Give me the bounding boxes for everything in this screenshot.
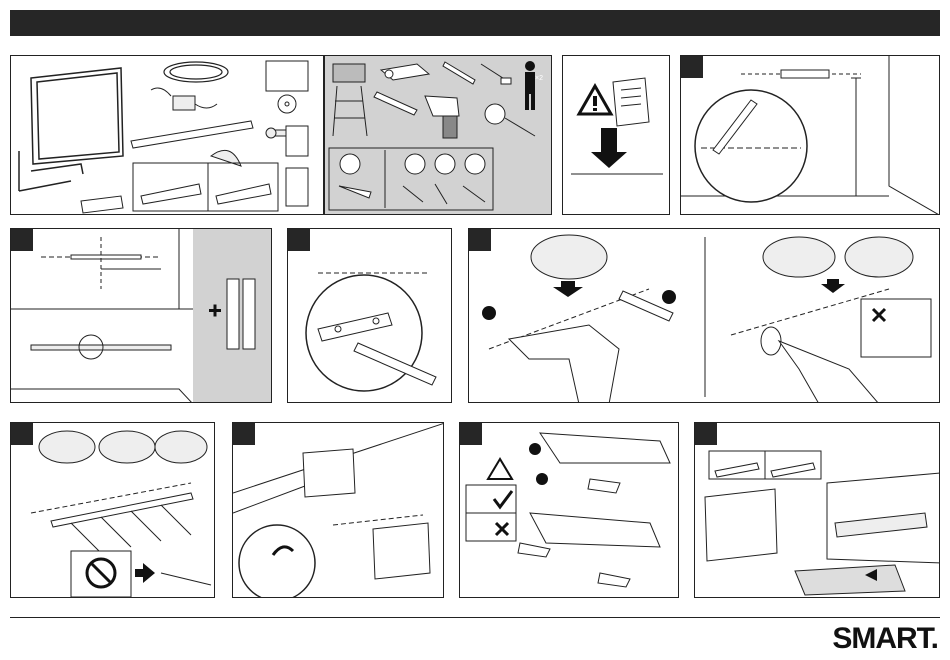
attach-tray-illustration <box>695 423 940 598</box>
wall-type-icons <box>39 431 207 463</box>
pen-tray-clip-icon <box>141 184 271 204</box>
level-icon <box>781 70 829 78</box>
panel-step-4-drilling <box>468 228 940 403</box>
panel-step-3-pencil-mark <box>287 228 452 403</box>
screwdriver-icon <box>481 64 511 84</box>
box-contents-illustration <box>11 56 324 215</box>
tools-illustration: ×2 <box>325 56 552 215</box>
hang-board-illustration <box>233 423 444 598</box>
pen-tray-bottom-icon <box>795 565 905 595</box>
person-count-label: ×2 <box>535 75 543 82</box>
arrow-down-icon <box>591 128 627 168</box>
panel-step-5-screws <box>10 422 215 598</box>
step-a-icon <box>529 443 541 455</box>
arrow-down-icon <box>553 281 583 297</box>
drilling-illustration <box>469 229 940 403</box>
step-b-icon <box>536 473 548 485</box>
height-measure-illustration <box>681 56 940 215</box>
header-bar <box>10 10 940 36</box>
panel-step-1-height <box>680 55 940 215</box>
projector-icon <box>381 64 429 80</box>
pencil-mark-illustration <box>288 229 452 403</box>
step-a-icon <box>482 306 496 320</box>
pen-tray-illustration <box>460 423 679 598</box>
smart-logo: SMART. <box>832 622 938 656</box>
cable-icon <box>164 62 228 82</box>
warning-illustration <box>563 56 670 215</box>
bracket-icon <box>51 493 193 527</box>
screw-icon <box>71 505 191 553</box>
screws-illustration <box>11 423 215 598</box>
whiteboard-icon <box>303 449 355 497</box>
pen-tray-icon <box>131 121 253 148</box>
drill-icon <box>509 325 619 403</box>
panel-box-contents <box>10 55 324 215</box>
brick-wall-detail-icon <box>531 235 607 279</box>
whiteboard-icon <box>705 489 777 561</box>
panel-step-7-pen-tray <box>459 422 679 598</box>
wood-wall-detail-icon <box>763 237 913 277</box>
whiteboard-icon <box>373 523 430 579</box>
panel-warning <box>562 55 670 215</box>
screwdriver-icon <box>161 573 211 585</box>
wall-marking-illustration <box>11 229 272 403</box>
panel-step-2-marking <box>10 228 272 403</box>
arrow-right-icon <box>135 563 155 583</box>
level-icon <box>374 92 417 115</box>
power-adapter-icon <box>151 88 217 110</box>
whiteboard-icon <box>19 68 123 191</box>
ladder-icon <box>333 64 367 136</box>
wall-anchor-icon <box>339 154 485 204</box>
arrow-down-icon <box>821 279 845 293</box>
warning-icon <box>488 459 512 479</box>
panel-step-8-attach-tray <box>694 422 940 598</box>
panel-step-6-hang-board <box>232 422 444 598</box>
eraser-icon <box>211 150 241 166</box>
pencil-icon <box>443 62 475 84</box>
person-x2-icon <box>525 61 535 110</box>
box-icon <box>81 196 123 213</box>
panel-tools-required: ×2 <box>324 55 552 215</box>
document-icon <box>613 78 649 126</box>
warning-icon <box>579 86 611 114</box>
step-b-icon <box>662 290 676 304</box>
footer-rule <box>10 617 940 618</box>
drill-icon <box>425 96 459 138</box>
